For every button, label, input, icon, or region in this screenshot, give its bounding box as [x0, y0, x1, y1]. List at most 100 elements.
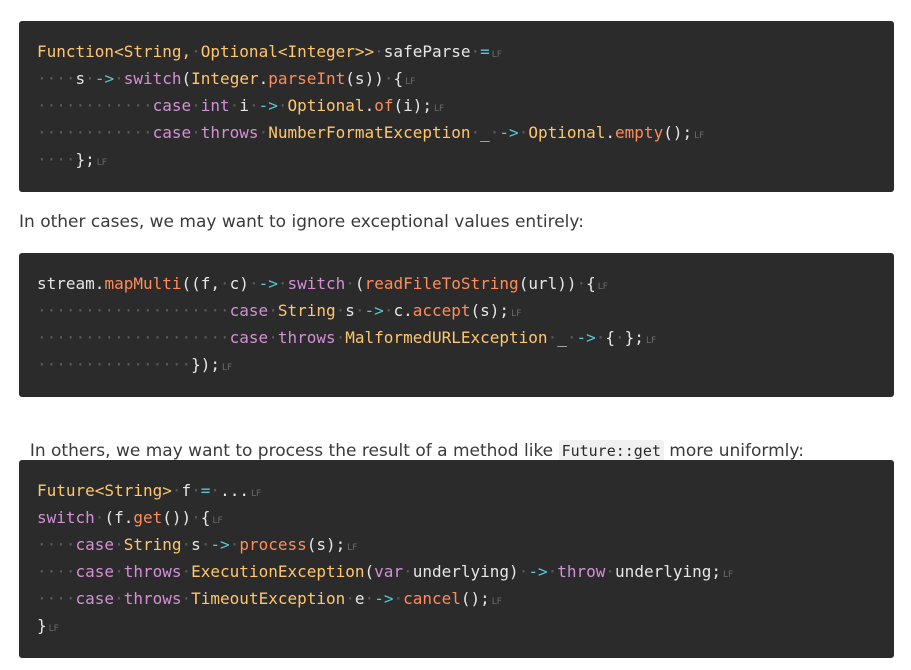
code-identifier-token: underlying	[412, 562, 510, 581]
whitespace-marker: ·	[277, 274, 288, 293]
whitespace-marker: ····················	[37, 328, 230, 347]
code-keyword-token: switch	[123, 69, 182, 88]
code-block-map-multi: stream.mapMulti((f,·c)·->·switch·(readFi…	[19, 253, 894, 397]
code-punctuation-token: .	[258, 69, 269, 88]
code-keyword-token: case	[75, 535, 115, 554]
code-block-future: Future<String>·f·=·...LF switch·(f.get()…	[19, 460, 894, 658]
code-keyword-token: throw	[557, 562, 606, 581]
line-feed-marker: LF	[48, 624, 59, 634]
whitespace-marker: ·	[114, 562, 124, 581]
whitespace-marker: ·	[393, 589, 404, 608]
whitespace-marker: ·	[200, 535, 211, 554]
code-punctuation-token: )	[509, 562, 519, 581]
whitespace-marker: ·	[335, 301, 346, 320]
whitespace-marker: ·	[229, 535, 240, 554]
code-type-token: Optional	[287, 96, 365, 115]
code-keyword-token: int	[200, 96, 230, 115]
whitespace-marker: ·	[470, 42, 481, 61]
code-type-token: ExecutionException	[191, 562, 365, 581]
whitespace-marker: ·	[354, 301, 365, 320]
whitespace-marker: ·	[181, 535, 192, 554]
whitespace-marker: ·	[114, 69, 124, 88]
whitespace-marker: ·	[248, 96, 259, 115]
whitespace-marker: ·	[94, 508, 105, 527]
line-feed-marker: LF	[645, 336, 657, 346]
code-line: ····················case·throws·Malforme…	[37, 324, 656, 351]
code-punctuation-token: (s);	[470, 301, 510, 320]
code-punctuation-token: };	[624, 328, 644, 347]
whitespace-marker: ····	[37, 562, 76, 581]
code-punctuation-token: };	[75, 150, 95, 169]
code-punctuation-token: {	[393, 69, 404, 88]
code-keyword-token: switch	[287, 274, 346, 293]
code-line: ····················case·String·s·->·c.a…	[37, 297, 521, 324]
code-method-token: get	[133, 508, 163, 527]
code-keyword-token: switch	[37, 508, 95, 527]
whitespace-marker: ·	[595, 328, 606, 347]
whitespace-marker: ·	[277, 96, 288, 115]
code-operator-token: ->	[528, 562, 548, 581]
code-identifier-token: stream	[37, 274, 95, 293]
whitespace-marker: ····	[37, 150, 76, 169]
code-operator-token: ->	[94, 69, 115, 88]
whitespace-marker: ·	[229, 96, 240, 115]
code-punctuation-token: .	[403, 301, 413, 320]
code-punctuation-token: .	[364, 96, 375, 115]
code-method-token: of	[374, 96, 394, 115]
whitespace-marker: ·	[383, 301, 394, 320]
code-punctuation-token: (	[181, 69, 192, 88]
code-punctuation-token: (s))	[345, 69, 384, 88]
code-identifier-token: s	[191, 535, 201, 554]
code-line: ····};LF	[37, 146, 107, 173]
code-punctuation-token: ())	[162, 508, 192, 527]
code-line: Future<String>·f·=·...LF	[37, 477, 261, 504]
whitespace-marker: ·	[547, 328, 558, 347]
whitespace-marker: ·	[268, 301, 278, 320]
code-identifier-token: underlying;	[615, 562, 722, 581]
whitespace-marker: ·	[403, 562, 413, 581]
code-operator-token: ->	[258, 96, 278, 115]
line-feed-marker: LF	[405, 77, 416, 87]
whitespace-marker: ·	[364, 589, 375, 608]
whitespace-marker: ·	[335, 328, 346, 347]
code-keyword-token: throws	[277, 328, 336, 347]
code-identifier-token: _	[480, 123, 490, 142]
code-line: Function<String,·Optional<Integer>>·safe…	[37, 38, 502, 65]
code-identifier-token: _	[557, 328, 567, 347]
code-punctuation-token: c)	[229, 274, 249, 293]
code-type-token: TimeoutException	[191, 589, 346, 608]
code-punctuation-token: ((f,	[181, 274, 221, 293]
code-line: }LF	[37, 612, 59, 639]
whitespace-marker: ·	[383, 69, 394, 88]
whitespace-marker: ·	[191, 96, 201, 115]
code-keyword-token: throws	[123, 562, 182, 581]
line-feed-marker: LF	[491, 50, 502, 60]
code-operator-token: ->	[364, 301, 384, 320]
whitespace-marker: ·	[181, 589, 192, 608]
code-method-token: mapMulti	[104, 274, 182, 293]
line-feed-marker: LF	[222, 363, 233, 373]
whitespace-marker: ····················	[37, 301, 230, 320]
code-method-token: empty	[615, 123, 664, 142]
code-operator-token: =	[200, 481, 211, 500]
whitespace-marker: ·	[191, 508, 201, 527]
whitespace-marker: ·	[114, 535, 124, 554]
code-method-token: cancel	[403, 589, 461, 608]
code-keyword-token: case	[152, 123, 192, 142]
whitespace-marker: ·	[489, 123, 500, 142]
code-punctuation-token: .	[605, 123, 616, 142]
whitespace-marker: ·	[258, 123, 269, 142]
whitespace-marker: ················	[37, 355, 192, 374]
code-punctuation-token: (	[364, 562, 375, 581]
code-punctuation-token: ...	[220, 481, 249, 500]
whitespace-marker: ············	[37, 123, 153, 142]
code-type-token: Future<String>	[37, 481, 172, 500]
code-keyword-token: throws	[123, 589, 182, 608]
code-method-token: parseInt	[268, 69, 346, 88]
paragraph-other-cases: In other cases, we may want to ignore ex…	[19, 212, 584, 232]
code-keyword-token: case	[75, 562, 115, 581]
line-feed-marker: LF	[511, 309, 522, 319]
whitespace-marker: ·	[518, 562, 529, 581]
code-type-token: MalformedURLException	[345, 328, 548, 347]
whitespace-marker: ·	[345, 274, 355, 293]
